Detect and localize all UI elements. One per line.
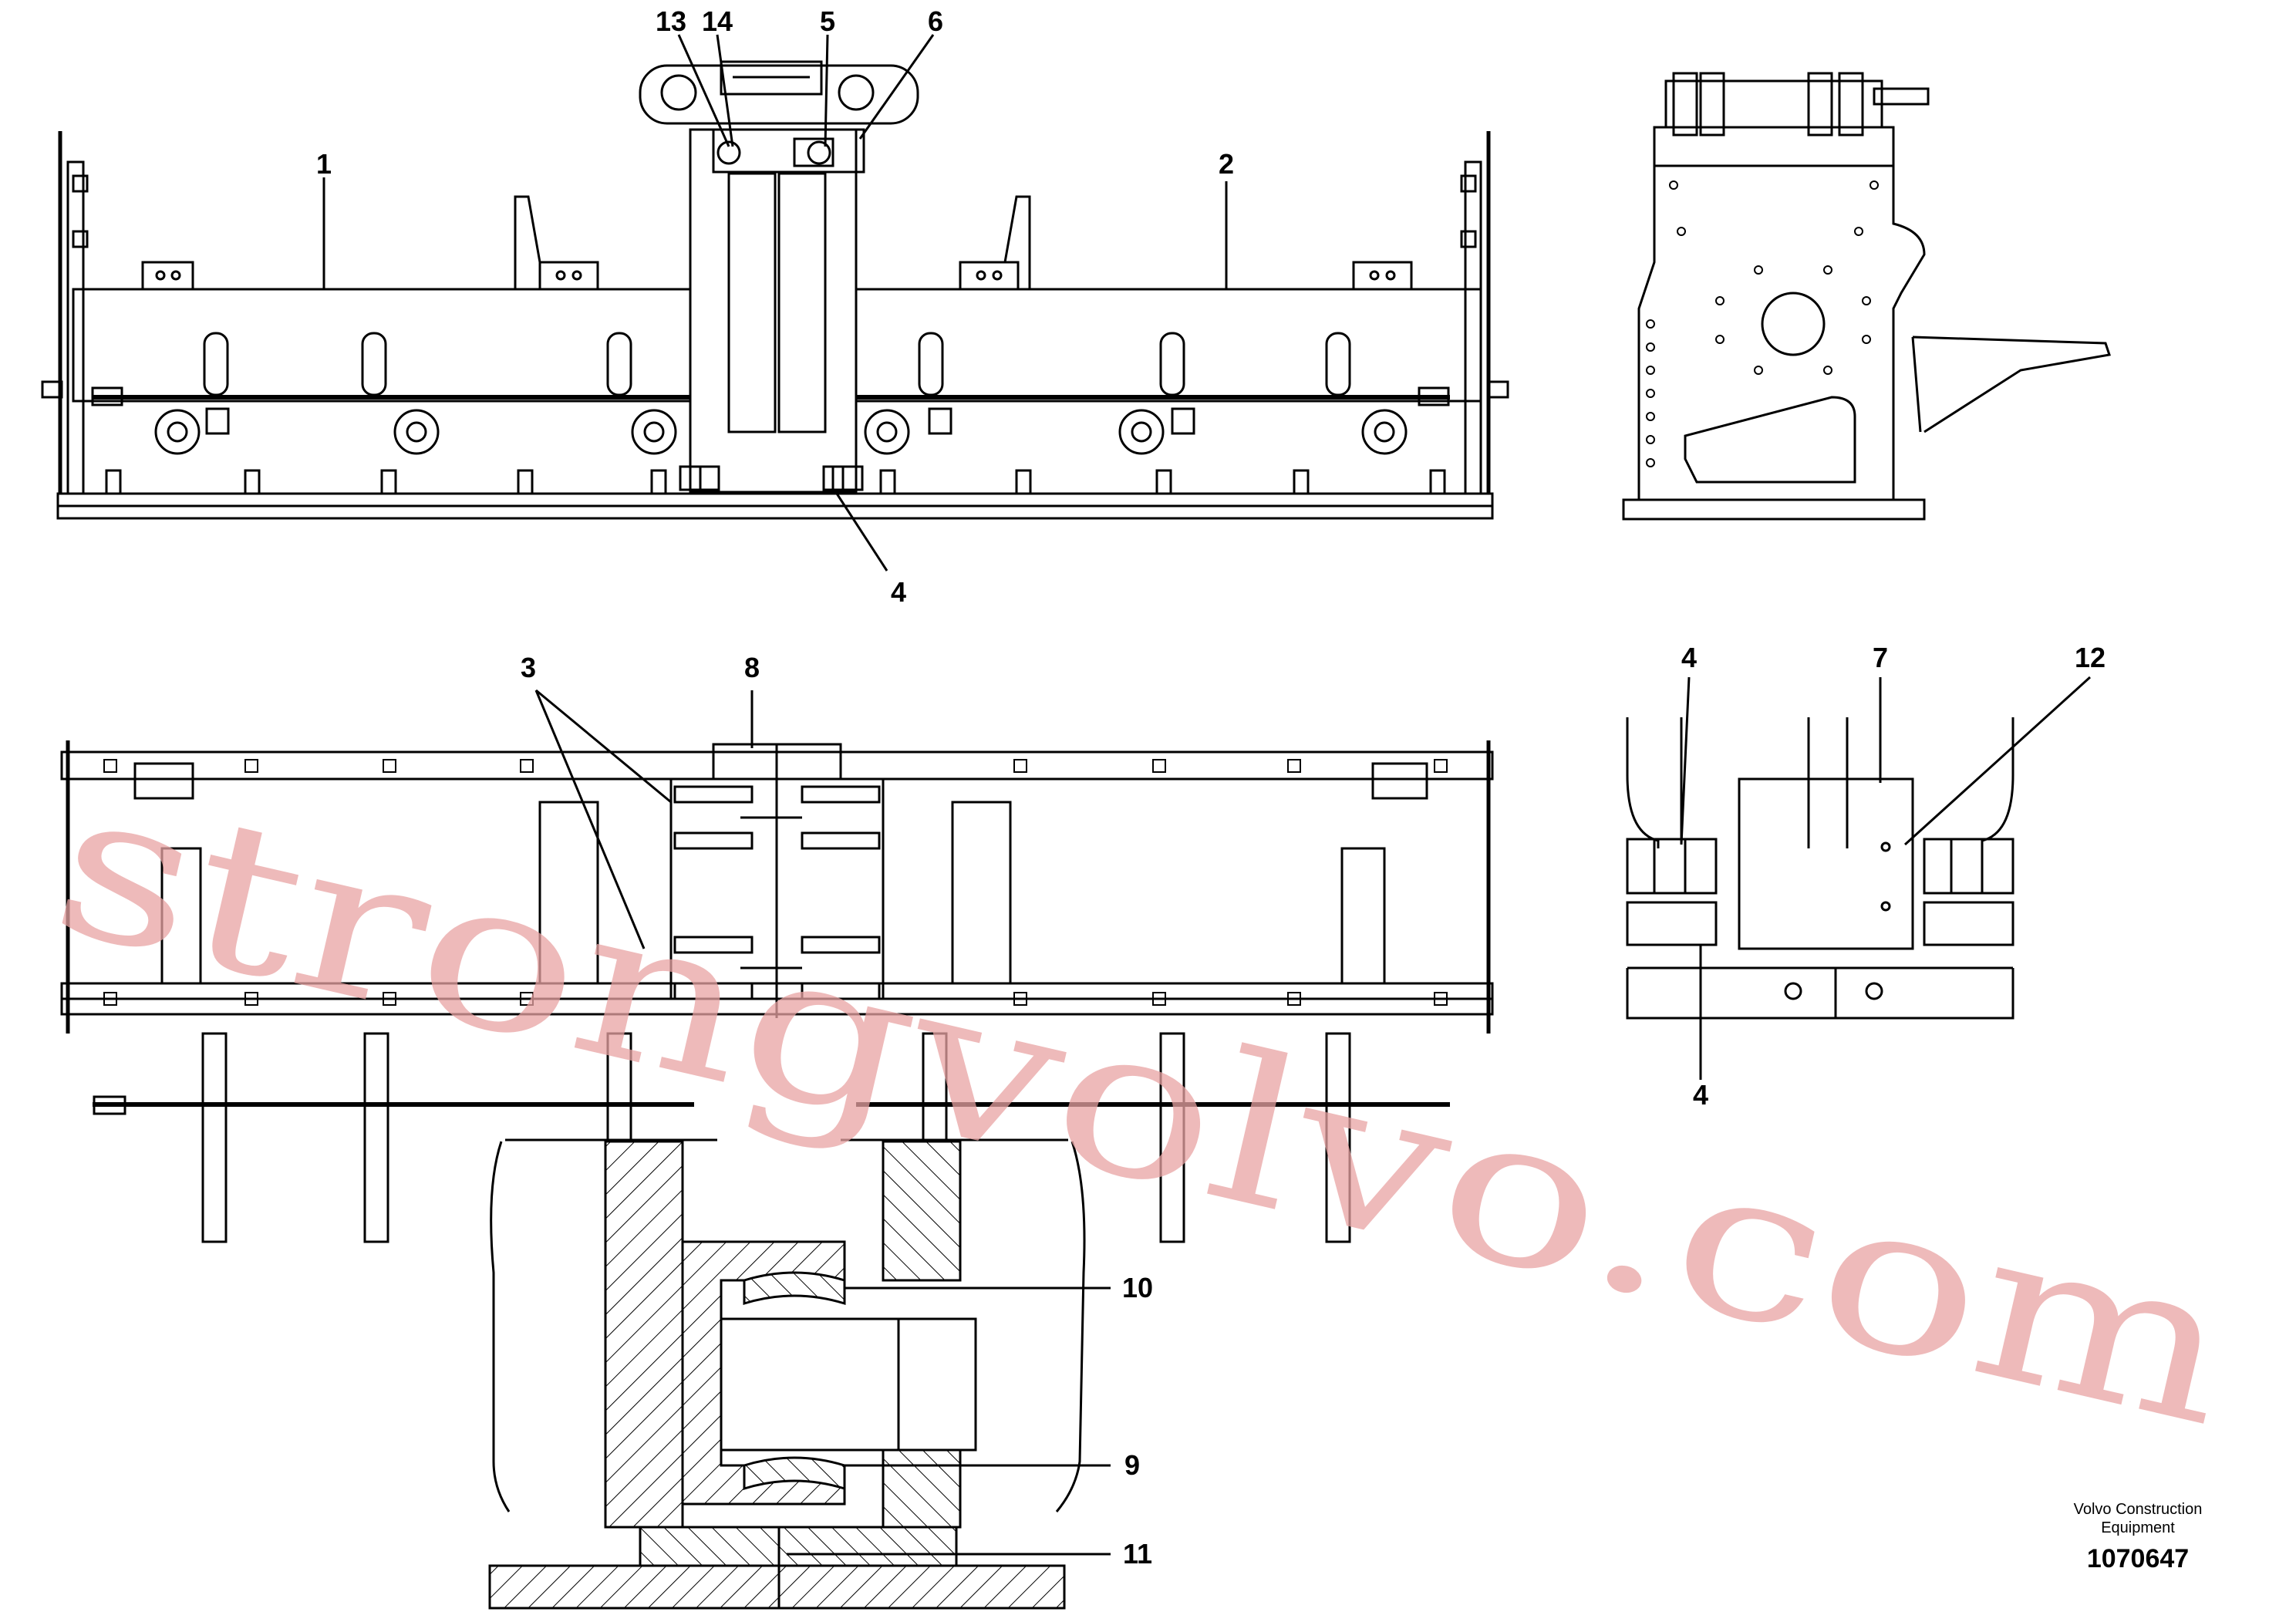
leader-lines <box>322 34 2092 1556</box>
callout-3: 3 <box>521 652 536 683</box>
callout-labels: 13 14 5 6 1 2 4 3 8 4 7 12 4 10 9 11 <box>316 5 2106 1570</box>
callout-6: 6 <box>928 5 943 37</box>
plan-view <box>60 740 1494 1243</box>
callout-12: 12 <box>2075 642 2106 673</box>
watermark-text: strongvolvo.com <box>35 741 2253 1472</box>
callout-4-detail-top: 4 <box>1681 642 1697 673</box>
front-elevation-view <box>41 60 1509 520</box>
callout-4-top: 4 <box>891 576 906 608</box>
callout-2: 2 <box>1219 148 1234 180</box>
callout-13: 13 <box>656 5 686 37</box>
callout-7: 7 <box>1873 642 1888 673</box>
section-view <box>488 1138 1086 1610</box>
callout-4-detail-bottom: 4 <box>1693 1079 1708 1111</box>
drawing-number: 1070647 <box>2086 1544 2190 1573</box>
callout-10: 10 <box>1122 1272 1153 1303</box>
company-name-line2: Equipment <box>2101 1519 2175 1536</box>
callout-5: 5 <box>820 5 835 37</box>
side-elevation-view <box>1622 72 2111 521</box>
detail-view <box>1626 717 2014 1020</box>
callout-1: 1 <box>316 148 332 180</box>
callout-8: 8 <box>744 652 760 683</box>
drawing-caption: Volvo Construction Equipment 1070647 <box>2038 1500 2238 1576</box>
callout-11: 11 <box>1123 1538 1152 1570</box>
company-name-line1: Volvo Construction <box>2073 1501 2203 1518</box>
callout-9: 9 <box>1124 1449 1140 1481</box>
callout-14: 14 <box>702 5 733 37</box>
